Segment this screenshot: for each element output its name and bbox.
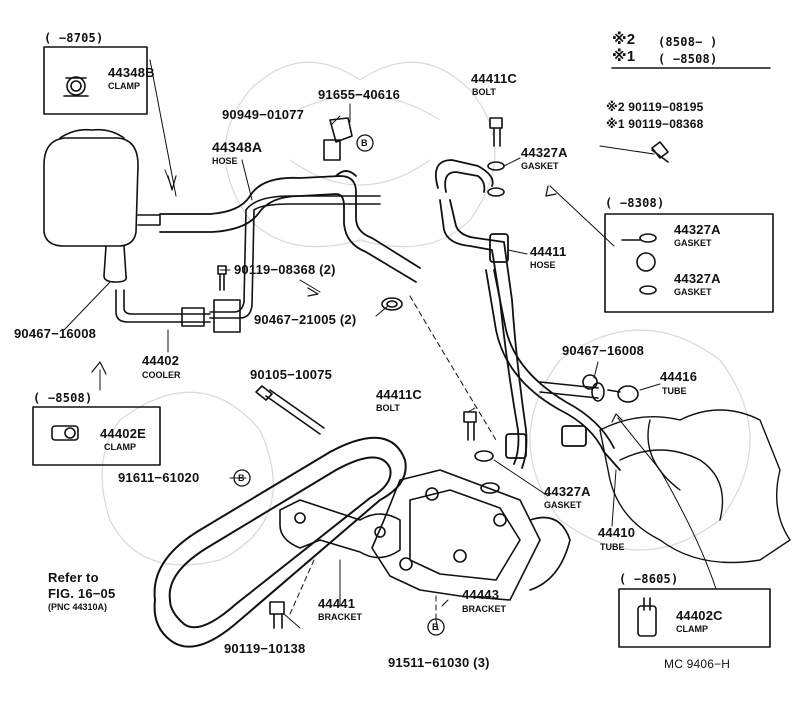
part-no-44402: 44402 (142, 353, 180, 368)
inset-part1-no-44327a: 44327A (674, 222, 721, 237)
figure-code: MC 9406−H (664, 657, 731, 671)
part-no-44348b: 44348B (108, 65, 155, 80)
inset-range-8605: ( −8605) (619, 572, 679, 586)
bracket-44443 (371, 469, 571, 601)
part-no-44443: 44443 (462, 587, 500, 602)
part-name-44410: TUBE (600, 542, 625, 552)
label-90105-10075: 90105−10075 (250, 367, 333, 382)
bolt-90119-08195 (651, 141, 669, 163)
label-90949-01077: 90949−01077 (222, 107, 305, 122)
label-90467-16008-left: 90467−16008 (14, 326, 97, 341)
part-name-44411c-mid: BOLT (376, 403, 400, 413)
label-90119-08195: ※2 90119−08195 (606, 100, 704, 114)
bolt-90119-08368 (217, 265, 227, 291)
part-no-44416: 44416 (660, 369, 698, 384)
bracket-90949-01077 (323, 117, 353, 161)
arrow-markers (91, 175, 623, 423)
inset-clamp-44348b-art (63, 76, 89, 97)
part-name-44327a-top: GASKET (521, 161, 559, 171)
clamp-90467-21005 (381, 297, 403, 311)
inset-box-44402e (32, 406, 161, 466)
inset-part2-no-44327a: 44327A (674, 271, 721, 286)
inset-box-44402c (618, 588, 771, 648)
label-90467-21005: 90467−21005 (2) (254, 312, 357, 327)
part-name-44441: BRACKET (318, 612, 362, 622)
part-name-44402: COOLER (142, 370, 181, 380)
inset-range-8705: ( −8705) (44, 31, 104, 45)
inset-part1-name-44327a: GASKET (674, 238, 712, 248)
label-91511-61030: 91511−61030 (3) (388, 655, 490, 670)
part-name-44416: TUBE (662, 386, 687, 396)
part-no-44411c-mid: 44411C (376, 387, 423, 402)
label-90119-08368-alt: ※1 90119−08368 (606, 117, 704, 131)
hose-44411 (434, 159, 621, 471)
part-no-44327a-low: 44327A (544, 484, 591, 499)
part-no-44348a: 44348A (212, 139, 263, 155)
part-no-44411c-top: 44411C (471, 71, 518, 86)
part-no-44327a-top: 44327A (521, 145, 568, 160)
part-name-44411c-top: BOLT (472, 87, 496, 97)
bolt-90119-10138 (269, 601, 285, 629)
tube-44416 (539, 381, 639, 403)
label-90467-16008-right: 90467−16008 (562, 343, 645, 358)
inset-part2-name-44327a: GASKET (674, 287, 712, 297)
part-no-44402c: 44402C (676, 608, 723, 623)
legend-mark-1: ※1 (612, 48, 636, 65)
legend-mark-2: ※2 (612, 31, 636, 48)
inset-gasket-44327a-art (621, 233, 657, 295)
part-name-44402e: CLAMP (104, 442, 136, 452)
part-name-44443: BRACKET (462, 604, 506, 614)
pump-body (599, 409, 791, 564)
gasket-44327a-low (474, 450, 500, 494)
part-no-44410: 44410 (598, 525, 636, 540)
inset-clamp-44402c-art (637, 597, 657, 637)
inset-box-44348b (43, 46, 148, 115)
part-name-44402c: CLAMP (676, 624, 708, 634)
label-91655-40616: 91655−40616 (318, 87, 401, 102)
bolt-44411c-top (489, 117, 503, 147)
reservoir-tank (43, 128, 161, 283)
part-name-44411: HOSE (530, 260, 556, 270)
refer-to-line: Refer to (48, 570, 99, 585)
refer-fig-line: FIG. 16−05 (48, 586, 116, 601)
inset-range-8308: ( −8308) (605, 196, 665, 210)
part-no-44411: 44411 (530, 244, 567, 259)
bolt-90105-10075 (255, 385, 325, 435)
refer-pnc-line: (PNC 44310A) (48, 602, 108, 612)
hose-44348a (159, 170, 421, 283)
inset-box-44327a (604, 213, 774, 313)
legend-range-8508-on: (8508− ) (658, 35, 718, 49)
part-name-44327a-low: GASKET (544, 500, 582, 510)
leader-lines (63, 59, 717, 631)
part-name-44348a: HOSE (212, 156, 238, 166)
b-marker-letter-1: B (361, 138, 368, 148)
b-marker-letter-3: B (432, 622, 439, 632)
label-91611-61020: 91611−61020 (118, 470, 200, 485)
label-90119-10138: 90119−10138 (224, 641, 306, 656)
clamp-90467-16008-right (582, 374, 598, 390)
b-marker-letter-2: B (238, 473, 245, 483)
drive-belt (153, 436, 407, 648)
bracket-44441 (279, 499, 401, 559)
part-no-44402e: 44402E (100, 426, 147, 441)
b-marker-circles (233, 134, 445, 636)
inset-range-8508: ( −8508) (33, 391, 93, 405)
legend-range-to-8508: ( −8508) (658, 52, 718, 66)
bolt-44411c-mid (463, 411, 477, 441)
inset-clamp-44402e-art (51, 425, 79, 441)
part-no-44441: 44441 (318, 596, 356, 611)
part-name-44348b: CLAMP (108, 81, 140, 91)
label-90119-08368: 90119−08368 (2) (234, 262, 336, 277)
